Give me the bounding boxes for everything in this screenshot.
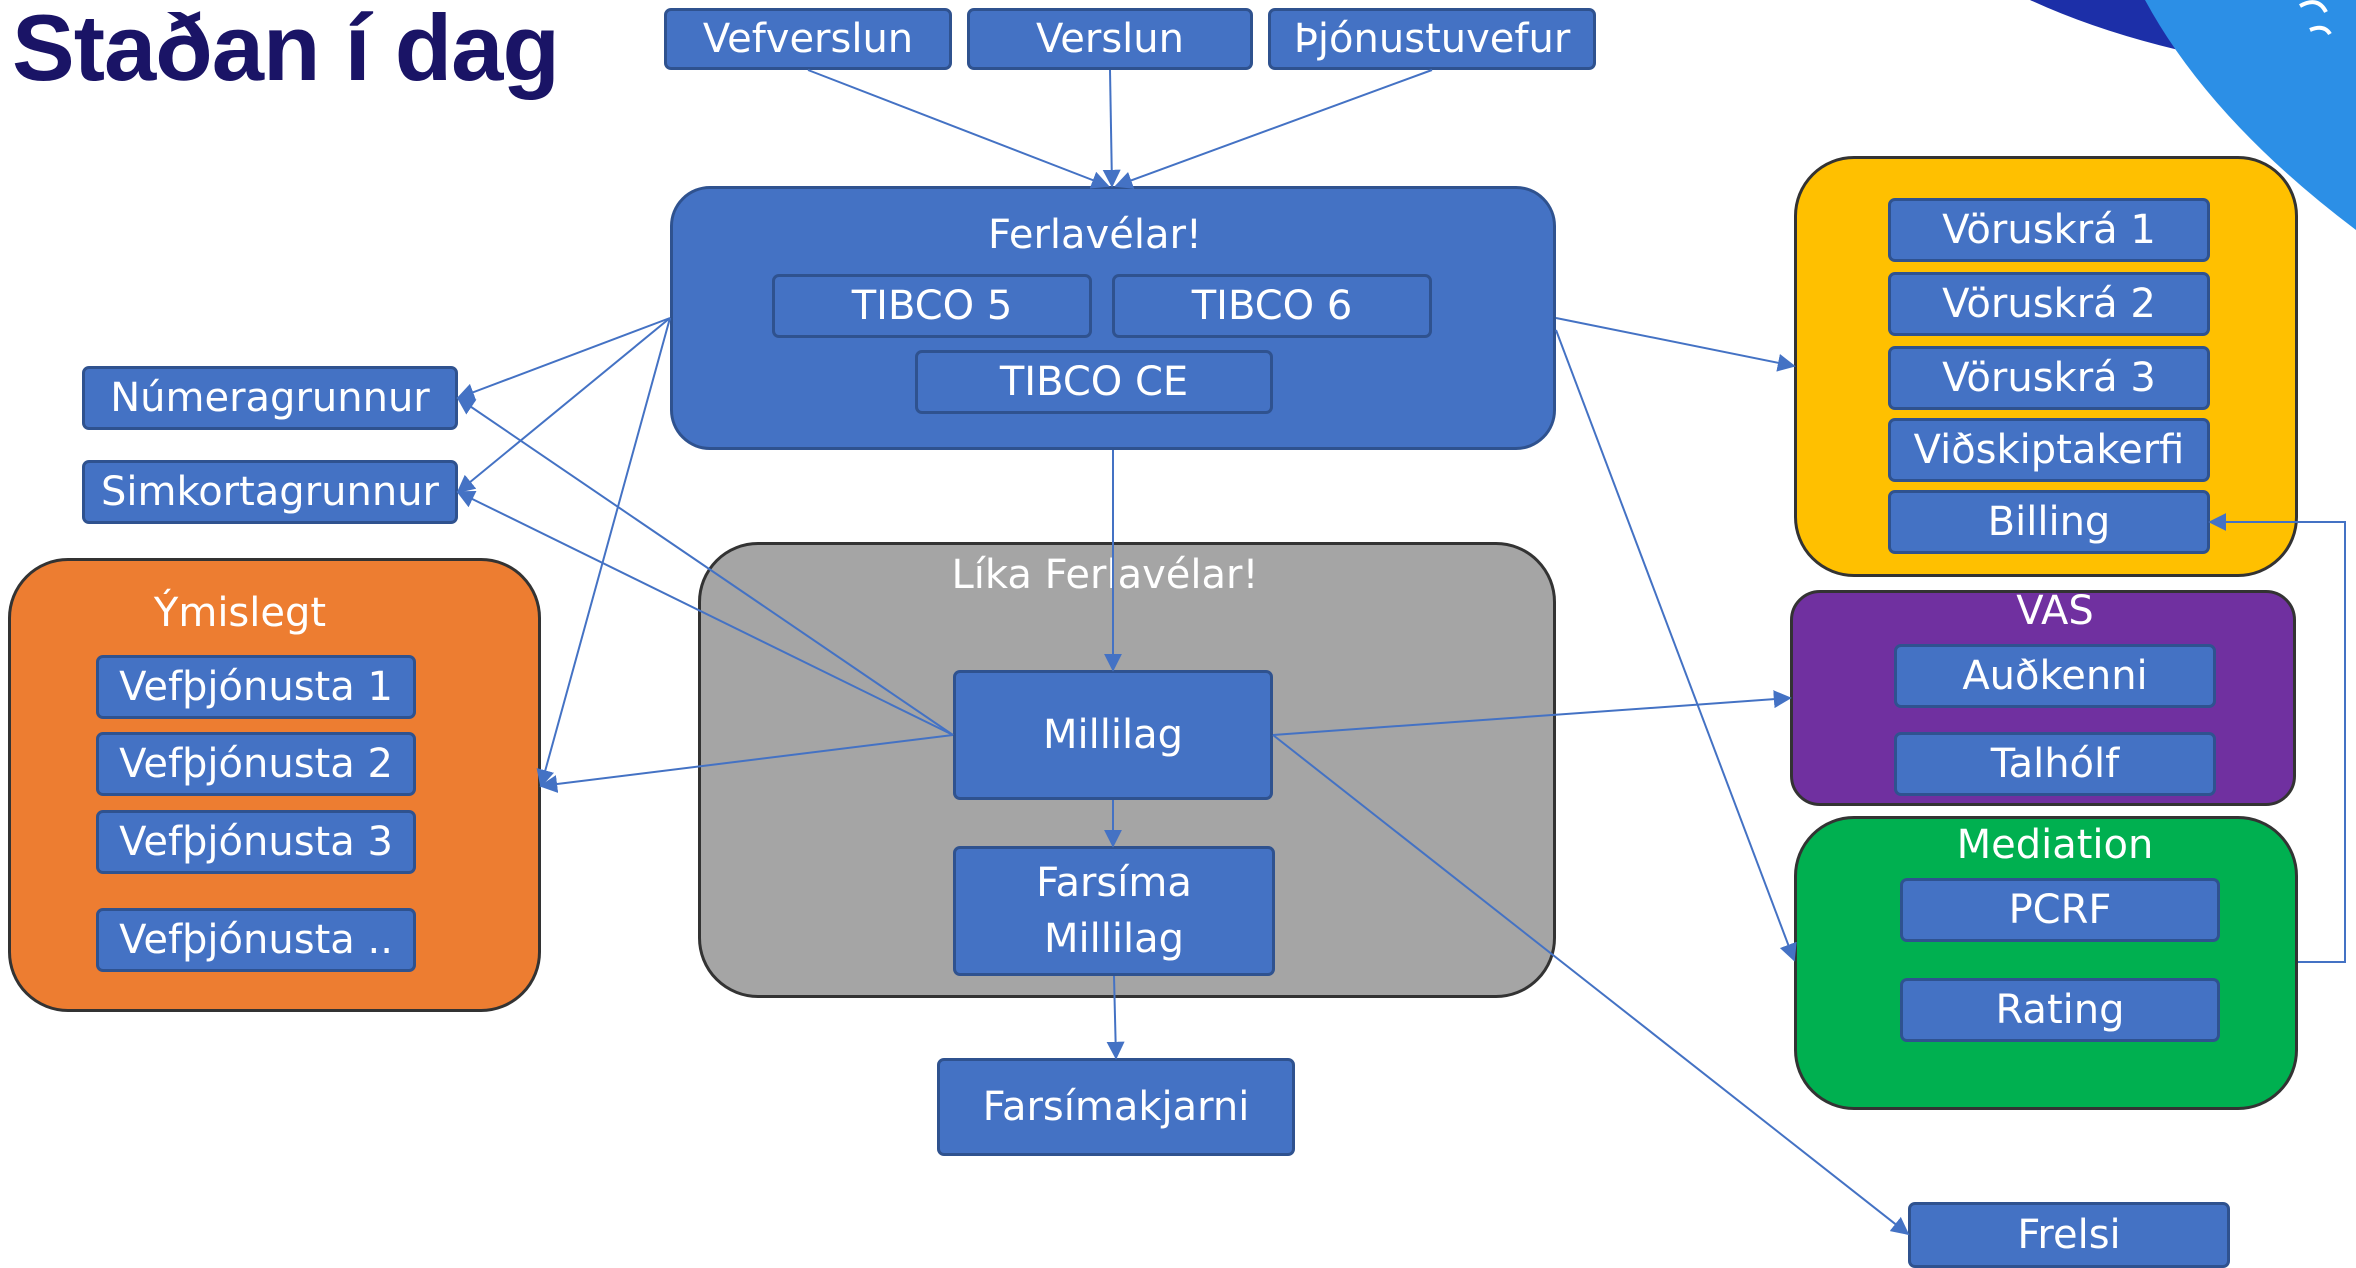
audkenni-box: Auðkenni [1894,644,2216,708]
voruskra-3-box: Vöruskrá 3 [1888,346,2210,410]
tibco5-box: TIBCO 5 [772,274,1092,338]
thjonustuvefur-box: Þjónustuvefur [1268,8,1596,70]
farsima-millilag-line2: Millilag [1044,916,1184,962]
lika-ferlavelar-label: Líka Ferlavélar! [951,552,1259,598]
frelsi-box: Frelsi [1908,1202,2230,1268]
mediation-label: Mediation [1956,822,2154,868]
tibco6-box: TIBCO 6 [1112,274,1432,338]
pcrf-box: PCRF [1900,878,2220,942]
ferlavelar-label: Ferlavélar! [988,212,1202,258]
simkortagrunnur-box: Simkortagrunnur [82,460,458,524]
millilag-box: Millilag [953,670,1273,800]
farsima-millilag-box: Farsíma Millilag [953,846,1275,976]
vidskiptakerfi-box: Viðskiptakerfi [1888,418,2210,482]
rating-box: Rating [1900,978,2220,1042]
tibco-ce-box: TIBCO CE [915,350,1273,414]
verslun-box: Verslun [967,8,1253,70]
farsima-millilag-line1: Farsíma [1036,860,1192,906]
vefthjonusta-more-box: Vefþjónusta .. [96,908,416,972]
vefverslun-box: Vefverslun [664,8,952,70]
vefthjonusta-2-box: Vefþjónusta 2 [96,732,416,796]
talholf-box: Talhólf [1894,732,2216,796]
farsimakjarni-box: Farsímakjarni [937,1058,1295,1156]
voruskra-1-box: Vöruskrá 1 [1888,198,2210,262]
vefthjonusta-3-box: Vefþjónusta 3 [96,810,416,874]
vefthjonusta-1-box: Vefþjónusta 1 [96,655,416,719]
vas-label: VAS [2016,588,2094,634]
voruskra-2-box: Vöruskrá 2 [1888,272,2210,336]
numeragrunnur-box: Númeragrunnur [82,366,458,430]
billing-box: Billing [1888,490,2210,554]
ymislegt-label: Ýmislegt [153,590,327,636]
page-title: Staðan í dag [12,0,560,100]
